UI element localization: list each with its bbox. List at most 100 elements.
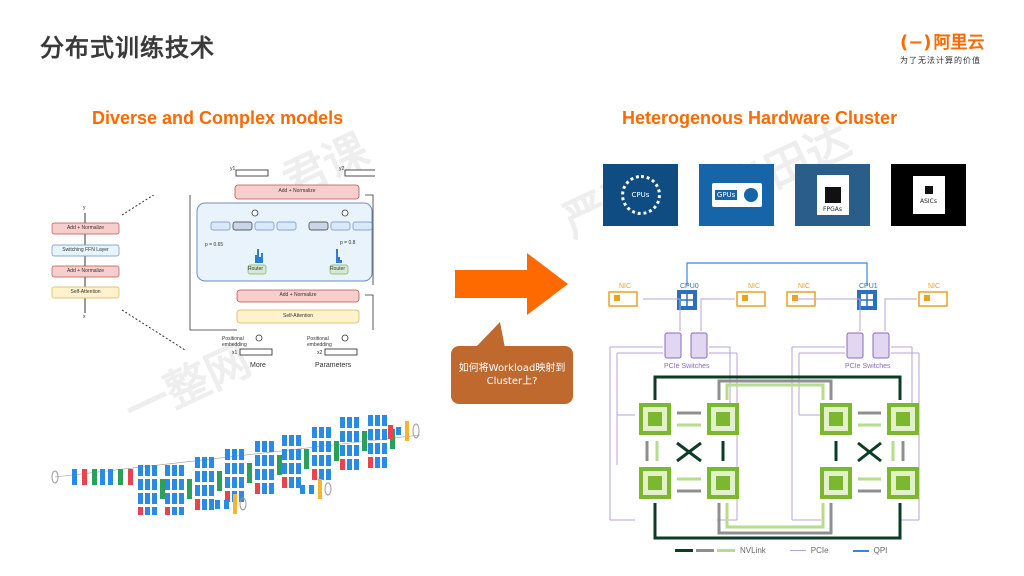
graph-node: [340, 417, 345, 428]
graph-node: [269, 483, 274, 494]
graph-node: [304, 449, 309, 469]
graph-node: [225, 449, 230, 460]
graph-node: [289, 435, 294, 446]
qpi-link: [686, 262, 868, 285]
layer-label: Add + Normalize: [66, 225, 105, 231]
graph-node: [179, 465, 184, 476]
gpu-tile: GPUs: [699, 164, 774, 226]
graph-node: [405, 421, 409, 441]
graph-node: [179, 493, 184, 504]
topology-legend: NVLink PCIe QPI: [675, 546, 887, 555]
asic-lock-icon: ASICs: [912, 176, 945, 214]
pcie-link: [884, 298, 917, 331]
graph-node: [195, 485, 200, 496]
graph-node: [172, 465, 177, 476]
layer-label: Add + Normalize: [66, 268, 105, 274]
graph-node: [195, 471, 200, 482]
graph-node: [225, 491, 230, 502]
token-label: Parameters: [315, 362, 352, 369]
graph-node: [289, 477, 294, 488]
graph-node: [382, 415, 387, 426]
fpga-chip-icon: FPGAs: [816, 175, 849, 215]
nvlink-link: [653, 375, 902, 400]
graph-node: [362, 431, 367, 451]
graph-node: [239, 497, 247, 511]
graph-node: [382, 443, 387, 454]
graph-node: [368, 457, 373, 468]
graph-node: [375, 443, 380, 454]
logo-slogan: 为了无法计算的价值: [900, 56, 981, 65]
pcie-link: [700, 298, 735, 331]
graph-node: [152, 465, 157, 476]
p-left: p = 0.65: [205, 242, 224, 248]
pcie-link: [609, 347, 663, 520]
pcie-swatch: [789, 550, 806, 551]
graph-node: [340, 459, 345, 470]
graph-node: [225, 477, 230, 488]
pos-emb-label: Positional embedding: [307, 336, 332, 348]
graph-node: [340, 431, 345, 442]
graph-node: [296, 477, 301, 488]
graph-node: [396, 427, 401, 435]
pos-emb-label: Positional embedding: [222, 336, 247, 348]
asic-tile: ASICs: [891, 164, 966, 226]
graph-node: [354, 431, 359, 442]
left-section-title: Diverse and Complex models: [92, 108, 344, 128]
graph-node: [347, 417, 352, 428]
graph-node: [375, 457, 380, 468]
cpu-label: CPU1: [859, 283, 878, 290]
graph-node: [202, 457, 207, 468]
pcie-switch-icon: [690, 332, 708, 359]
nvlink-link: [857, 441, 882, 463]
nic-label: NIC: [748, 283, 761, 290]
graph-node: [160, 479, 165, 499]
graph-node: [165, 465, 170, 476]
graph-node: [145, 493, 150, 504]
graph-node: [368, 443, 373, 454]
pcie-link: [643, 298, 681, 331]
graph-node: [232, 463, 237, 474]
inception-network-graph: [51, 415, 421, 515]
graph-node: [312, 441, 317, 452]
graph-node: [324, 482, 332, 496]
page-title: 分布式训练技术: [40, 34, 215, 62]
pcie-switch-icon: [846, 332, 864, 359]
graph-node: [152, 479, 157, 490]
graph-node: [51, 470, 59, 484]
graph-node: [412, 423, 420, 439]
graph-node: [138, 507, 143, 515]
gpu-card-icon: GPUs: [711, 183, 762, 207]
graph-node: [354, 417, 359, 428]
graph-node: [138, 493, 143, 504]
layer-label: Switching FFN Layer: [62, 247, 109, 253]
graph-node: [282, 463, 287, 474]
legend-nvlink: NVLink: [740, 546, 766, 555]
switch-transformer-diagram: [189, 169, 375, 356]
graph-node: [354, 445, 359, 456]
nvlink-link: [717, 503, 833, 535]
graph-node: [128, 469, 133, 485]
graph-node: [215, 500, 220, 509]
graph-node: [172, 493, 177, 504]
graph-node: [255, 483, 260, 494]
nvlink-link: [676, 441, 702, 463]
graph-node: [334, 441, 339, 461]
graph-node: [138, 465, 143, 476]
graph-node: [269, 469, 274, 480]
gpu-topology-diagram: [608, 262, 948, 540]
input-label: x2: [317, 350, 323, 356]
graph-node: [326, 455, 331, 466]
graph-node: [309, 485, 314, 494]
graph-node: [382, 457, 387, 468]
nvlink-swatch: [675, 549, 693, 552]
graph-node: [217, 471, 222, 491]
graph-node: [319, 427, 324, 438]
graph-node: [145, 507, 150, 515]
nic-icon: [918, 291, 948, 307]
graph-node: [195, 499, 200, 510]
right-section-title: Heterogenous Hardware Cluster: [622, 108, 898, 128]
graph-node: [108, 469, 113, 485]
graph-node: [319, 441, 324, 452]
layer-label: Self-Attention: [70, 289, 101, 295]
nvlink-swatch: [717, 549, 735, 552]
